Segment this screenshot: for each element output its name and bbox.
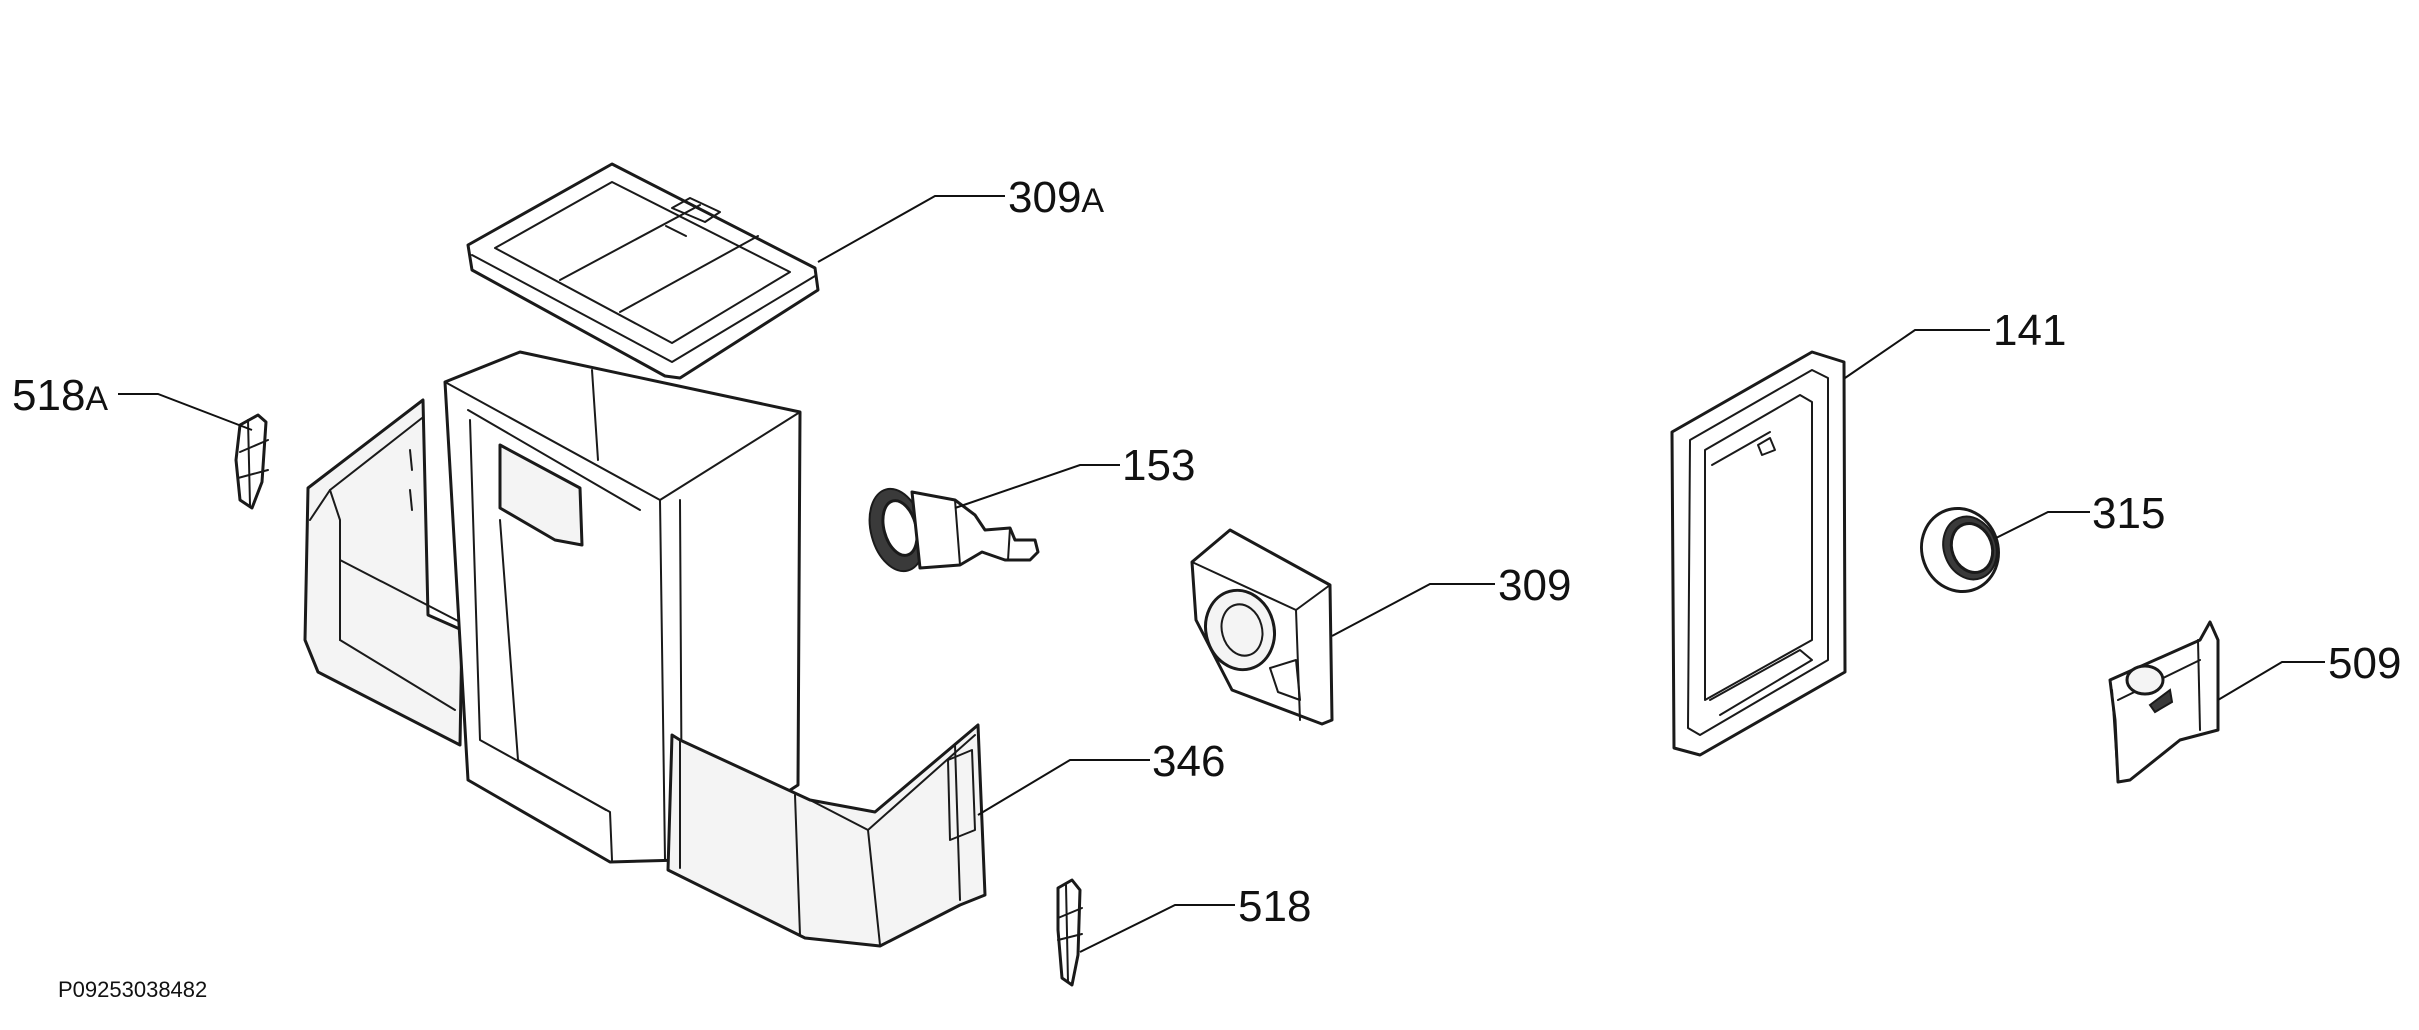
part-clip-bottom xyxy=(1056,878,1083,987)
leader-509 xyxy=(2217,661,2325,701)
leader-309 xyxy=(1331,583,1495,637)
reference-code: P09253038482 xyxy=(58,977,207,1002)
callout-518: 518 xyxy=(1238,882,1311,931)
callout-309: 309 xyxy=(1498,561,1571,610)
callout-346: 346 xyxy=(1152,737,1225,786)
leader-315 xyxy=(1995,511,2090,539)
part-latch xyxy=(2108,620,2220,784)
part-frame xyxy=(1670,350,1847,757)
callout-518a: 518A xyxy=(12,371,108,420)
leader-153 xyxy=(954,464,1120,509)
callout-153: 153 xyxy=(1122,441,1195,490)
part-ring-seal xyxy=(1920,506,2000,594)
leader-518a xyxy=(118,393,253,431)
callout-315: 315 xyxy=(2092,489,2165,538)
part-lid xyxy=(466,162,820,380)
part-bracket-left xyxy=(303,398,464,747)
leader-518 xyxy=(1079,904,1235,953)
leader-309a xyxy=(817,195,1005,263)
leader-141 xyxy=(1844,329,1990,379)
part-bracket-front xyxy=(666,723,987,948)
callout-141: 141 xyxy=(1993,306,2066,355)
part-dispenser-housing xyxy=(1190,528,1334,726)
leader-346 xyxy=(977,759,1150,816)
leader-lines xyxy=(118,195,2325,953)
callout-509: 509 xyxy=(2328,639,2401,688)
part-clip-left xyxy=(234,413,269,510)
part-valve xyxy=(868,487,1040,573)
callout-309a: 309A xyxy=(1008,173,1104,222)
